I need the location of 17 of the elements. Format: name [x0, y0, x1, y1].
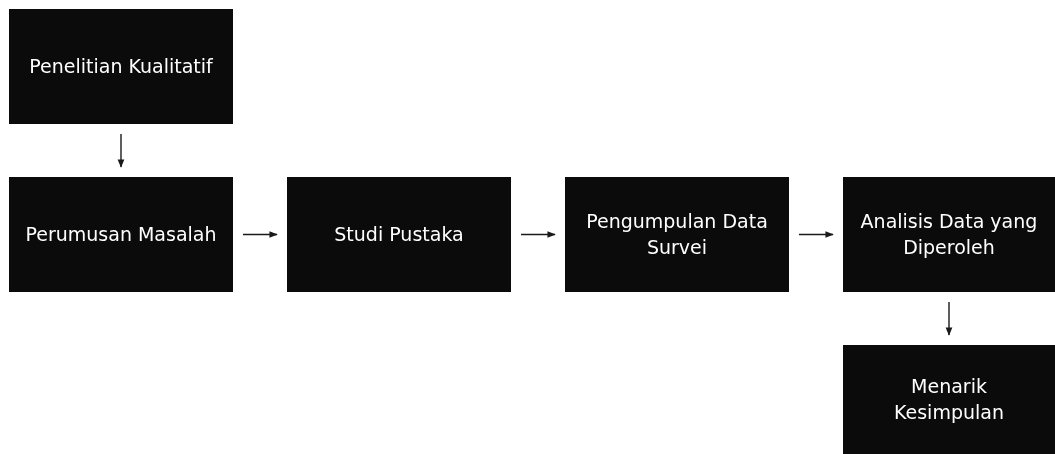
process-box — [843, 177, 1055, 292]
arrow — [945, 301, 953, 336]
arrow — [798, 231, 834, 238]
arrow — [242, 231, 278, 238]
process-box — [9, 9, 233, 124]
step-label: Analisis Data yang Diperoleh — [859, 208, 1039, 260]
arrow — [520, 231, 556, 238]
step-label: Perumusan Masalah — [25, 221, 217, 247]
step-label: Penelitian Kualitatif — [29, 53, 213, 79]
step-label: Studi Pustaka — [334, 221, 464, 247]
process-box — [9, 177, 233, 292]
process-box — [565, 177, 789, 292]
step-label: Pengumpulan Data Survei — [585, 208, 769, 260]
step-label: Menarik Kesimpulan — [893, 373, 1005, 425]
process-box — [287, 177, 511, 292]
process-box — [843, 345, 1055, 454]
arrow — [117, 133, 125, 168]
